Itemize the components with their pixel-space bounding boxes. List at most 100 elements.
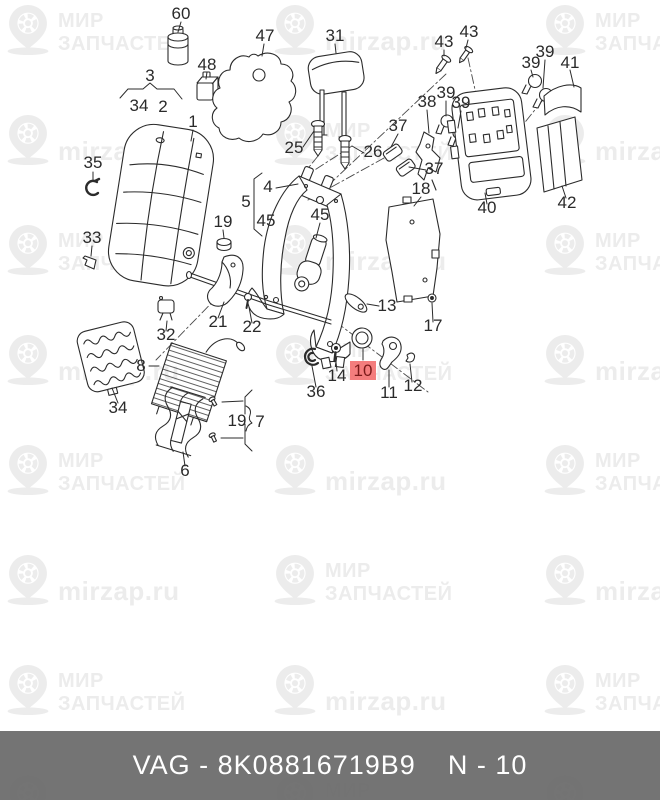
trim-strip-41 <box>544 85 581 115</box>
watermark-tile: mirzap.ru <box>272 5 447 55</box>
part-label-39[interactable]: 39 <box>452 93 471 112</box>
mirzap-pin-gear-logo <box>7 665 49 715</box>
mirzap-pin-gear-logo <box>274 115 316 165</box>
mirzap-pin-gear-logo <box>274 5 316 55</box>
part-label-22[interactable]: 22 <box>243 317 262 336</box>
mirzap-pin-gear-logo <box>544 335 586 385</box>
part-label-32[interactable]: 32 <box>157 325 176 344</box>
mirzap-pin-gear-logo <box>7 445 49 495</box>
mirzap-pin-gear-logo <box>544 665 586 715</box>
part-label-37[interactable]: 37 <box>389 116 408 135</box>
mirzap-pin-gear-logo <box>7 115 49 165</box>
part-label-10[interactable]: 10 <box>354 361 373 380</box>
cap-19 <box>217 239 231 251</box>
mirzap-pin-gear-logo <box>544 5 586 55</box>
clip-35 <box>86 179 99 195</box>
watermark-site-text: mirzap.ru <box>595 136 660 166</box>
mirzap-pin-gear-logo <box>274 665 316 715</box>
part-label-36[interactable]: 36 <box>307 382 326 401</box>
part-label-42[interactable]: 42 <box>558 193 577 212</box>
part-label-47[interactable]: 47 <box>256 26 275 45</box>
part-label-19[interactable]: 19 <box>214 212 233 231</box>
pin-17 <box>428 294 436 302</box>
part-label-45[interactable]: 45 <box>311 205 330 224</box>
footer-part-number: VAG - 8K08816719B9 <box>132 750 416 780</box>
panel-42 <box>537 117 582 192</box>
part-label-40[interactable]: 40 <box>478 198 497 217</box>
watermark-site-text: mirzap.ru <box>595 356 660 386</box>
footer-page-number: N - 10 <box>447 750 528 780</box>
part-label-38[interactable]: 38 <box>418 92 437 111</box>
headrest-31 <box>307 50 366 137</box>
spring-mat-6 <box>152 386 208 458</box>
release-lever-13 <box>342 291 369 316</box>
part-label-60[interactable]: 60 <box>172 4 191 23</box>
part-label-6[interactable]: 6 <box>180 461 189 480</box>
lumbar-pad-34 <box>75 320 148 400</box>
part-label-37[interactable]: 37 <box>425 159 444 178</box>
leader-lines <box>91 22 574 466</box>
pin-19-a <box>208 396 218 407</box>
headrest-guide-sleeve-60 <box>168 26 188 65</box>
screw-14 <box>332 344 341 362</box>
part-label-25[interactable]: 25 <box>285 138 304 157</box>
screw-22 <box>245 294 252 309</box>
part-label-5[interactable]: 5 <box>241 192 250 211</box>
part-label-18[interactable]: 18 <box>412 179 431 198</box>
part-label-8[interactable]: 8 <box>136 356 145 375</box>
part-label-45[interactable]: 45 <box>257 211 276 230</box>
grommet-10 <box>352 328 372 348</box>
clip-33 <box>83 256 96 269</box>
part-label-33[interactable]: 33 <box>83 228 102 247</box>
pin-19-b <box>208 432 218 443</box>
part-label-17[interactable]: 17 <box>424 316 443 335</box>
part-label-43[interactable]: 43 <box>460 22 479 41</box>
part-label-39[interactable]: 39 <box>522 53 541 72</box>
part-label-31[interactable]: 31 <box>326 26 345 45</box>
mirzap-pin-gear-logo <box>274 555 316 605</box>
part-label-34[interactable]: 34 <box>109 398 128 417</box>
mirzap-pin-gear-logo <box>544 225 586 275</box>
bracket-plate-18 <box>386 197 440 302</box>
part-label-43[interactable]: 43 <box>435 32 454 51</box>
part-label-13[interactable]: 13 <box>378 296 397 315</box>
mirzap-pin-gear-logo <box>274 335 316 385</box>
part-label-35[interactable]: 35 <box>84 153 103 172</box>
screw-43-b <box>456 45 474 65</box>
seat-frame-drawing <box>187 166 351 369</box>
back-panel-40 <box>444 86 533 202</box>
watermark-site-text: mirzap.ru <box>325 466 447 496</box>
part-label-48[interactable]: 48 <box>198 55 217 74</box>
bolt-26 <box>339 136 351 170</box>
part-label-7[interactable]: 7 <box>255 412 264 431</box>
exploded-parts-diagram: 6047314343393941483342135252637383939374… <box>0 4 660 480</box>
part-label-2[interactable]: 2 <box>158 97 167 116</box>
bolt-25 <box>312 121 325 157</box>
part-label-39[interactable]: 39 <box>437 83 456 102</box>
part-label-41[interactable]: 41 <box>561 53 580 72</box>
part-label-4[interactable]: 4 <box>263 177 272 196</box>
watermark-tile: mirzap.ru <box>5 555 180 605</box>
watermark-tile: mirzap.ru <box>272 665 447 715</box>
part-label-1[interactable]: 1 <box>188 112 197 131</box>
part-label-26[interactable]: 26 <box>364 142 383 161</box>
part-label-3[interactable]: 3 <box>145 66 154 85</box>
sleeve-37-a <box>382 143 403 162</box>
side-lever-21 <box>208 255 244 306</box>
part-label-34[interactable]: 34 <box>130 96 149 115</box>
part-label-11[interactable]: 11 <box>380 383 398 402</box>
part-label-19[interactable]: 19 <box>228 411 247 430</box>
part-label-12[interactable]: 12 <box>404 376 423 395</box>
part-label-39[interactable]: 39 <box>536 42 555 61</box>
part-label-21[interactable]: 21 <box>209 312 228 331</box>
part-label-14[interactable]: 14 <box>328 366 347 385</box>
